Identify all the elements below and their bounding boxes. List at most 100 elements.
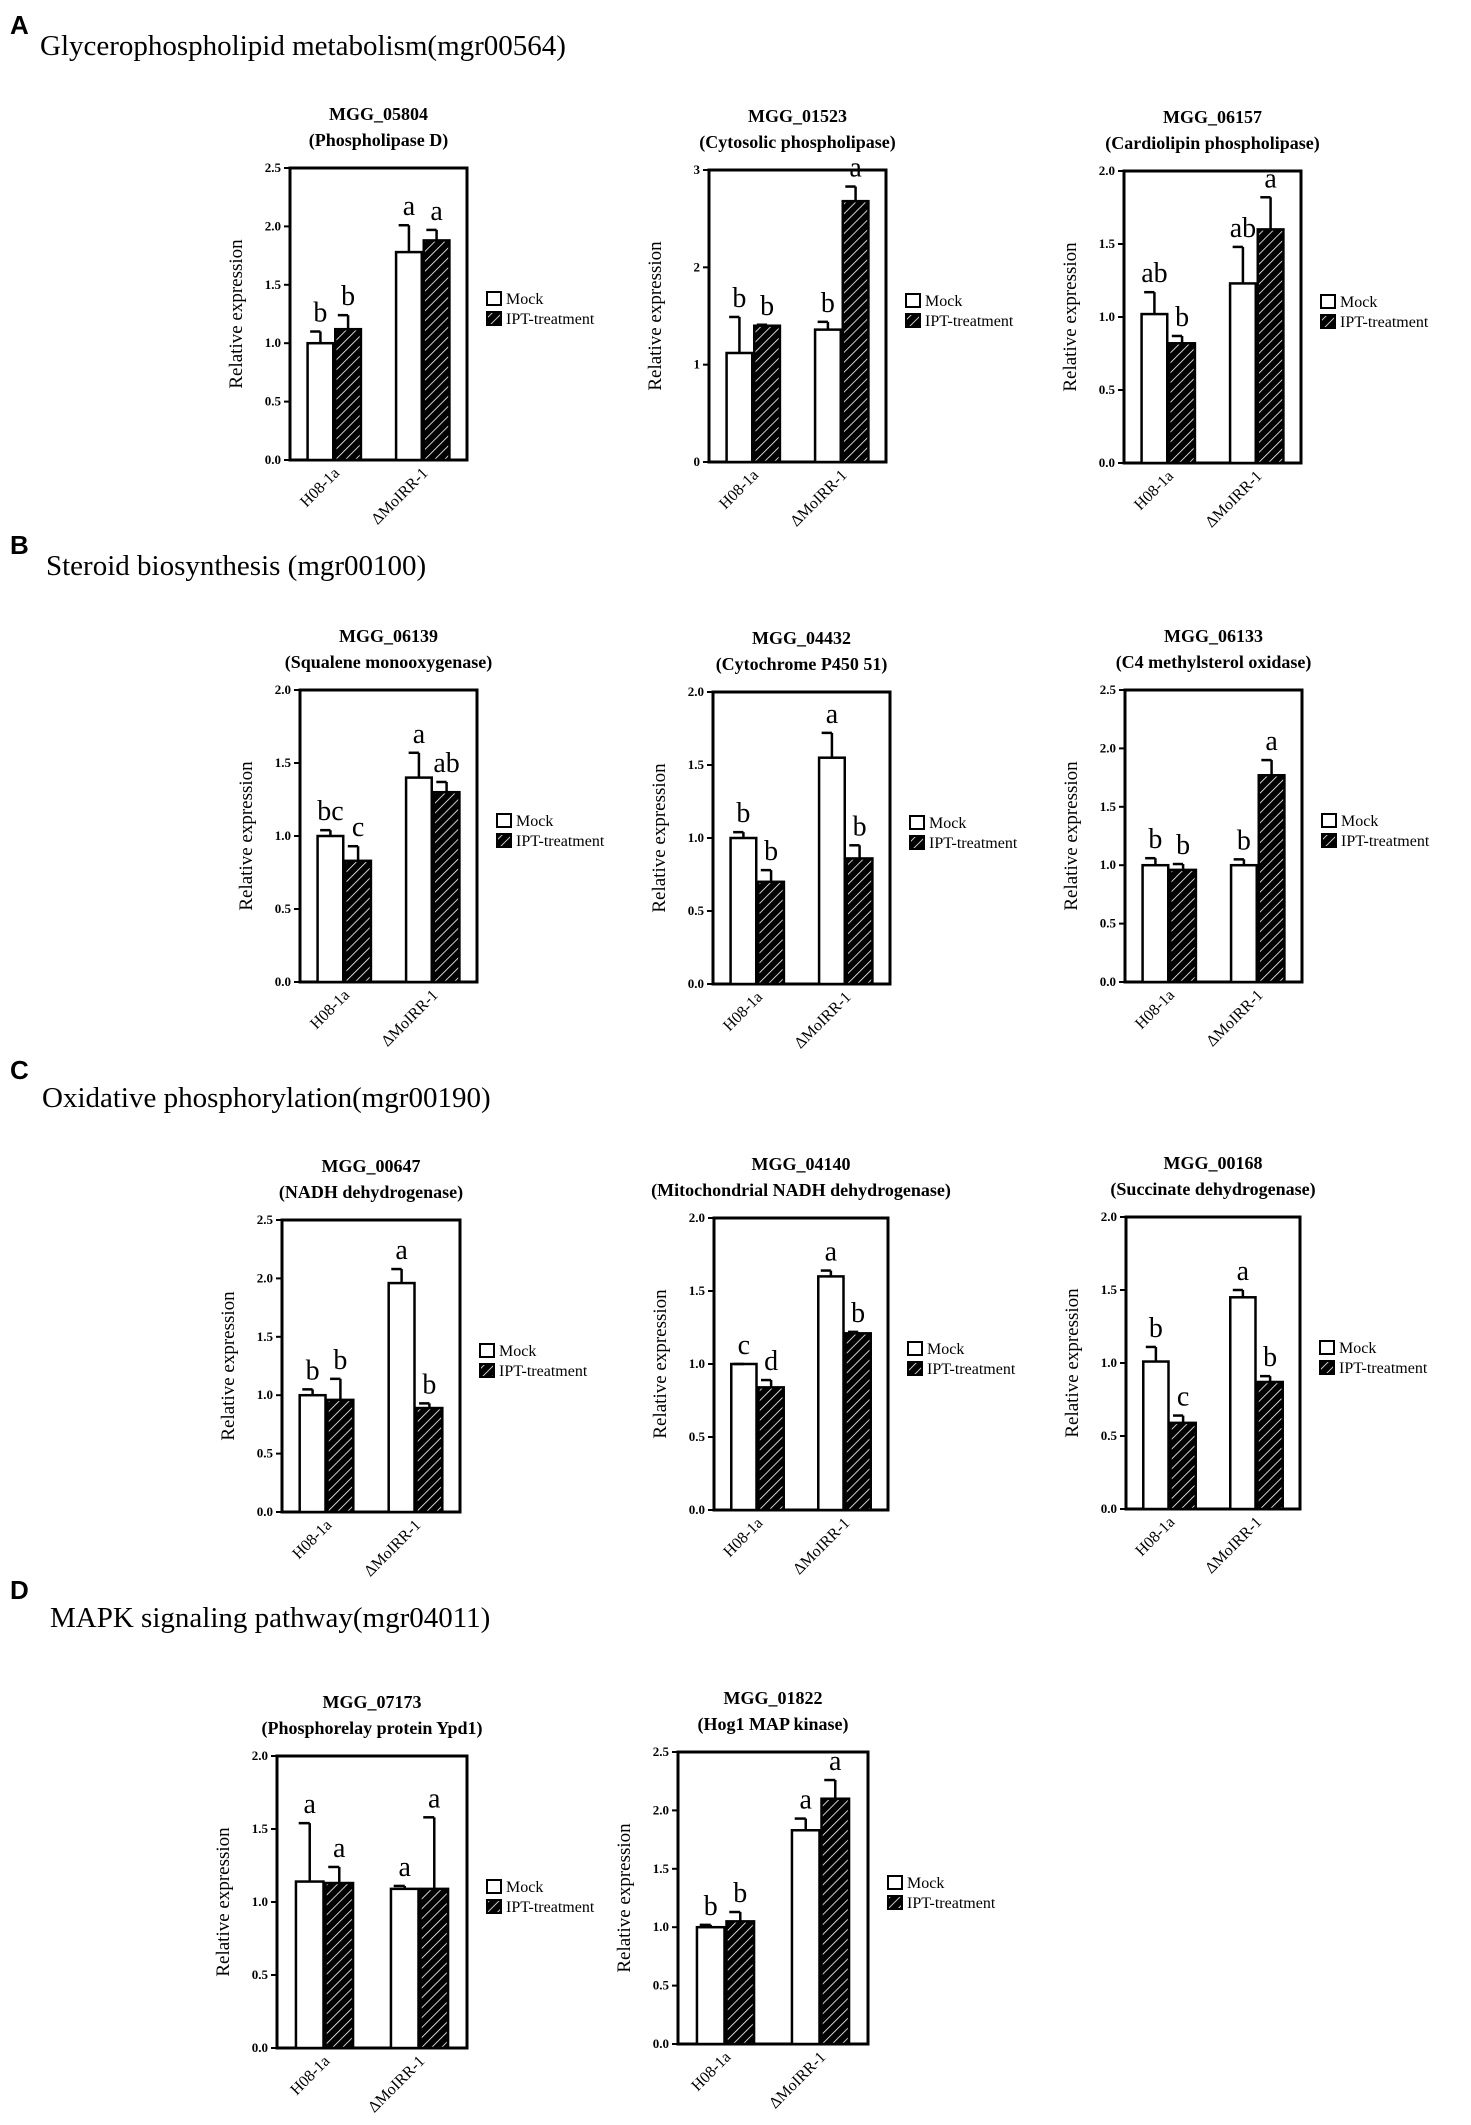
legend-label: IPT-treatment bbox=[907, 1895, 996, 1912]
significance-label: b bbox=[1148, 824, 1162, 855]
y-tick-label: 2.0 bbox=[1101, 1209, 1117, 1224]
bar-ipt-treatment bbox=[419, 1887, 450, 2050]
y-axis-label: Relative expression bbox=[614, 1823, 635, 1973]
bar-mock bbox=[813, 328, 842, 464]
x-category-label: ΔMoIRR-1 bbox=[361, 1517, 424, 1580]
y-tick-label: 2.5 bbox=[265, 160, 282, 175]
y-tick-label: 0.0 bbox=[252, 2040, 268, 2055]
x-category-label: ΔMoIRR-1 bbox=[791, 989, 854, 1052]
bar-ipt-treatment bbox=[334, 327, 363, 462]
bar-ipt-treatment bbox=[1169, 1421, 1197, 1511]
x-category-label: ΔMoIRR-1 bbox=[790, 1515, 853, 1578]
chart-subtitle: (Phospholipase D) bbox=[309, 130, 449, 151]
y-tick-label: 1.0 bbox=[1099, 309, 1115, 324]
legend-swatch-ipt-treatment bbox=[479, 1363, 495, 1378]
chart-subtitle: (NADH dehydrogenase) bbox=[279, 1182, 463, 1203]
legend-swatch-mock bbox=[907, 1341, 923, 1356]
y-tick-label: 0.0 bbox=[688, 976, 704, 991]
legend-swatch-mock bbox=[479, 1343, 495, 1358]
significance-label: a bbox=[1264, 163, 1277, 194]
x-category-label: ΔMoIRR-1 bbox=[1202, 468, 1265, 531]
y-tick-label: 1.0 bbox=[653, 1919, 669, 1934]
y-tick-label: 1.5 bbox=[653, 1861, 670, 1876]
bar-ipt-treatment bbox=[344, 859, 373, 984]
legend-label: Mock bbox=[1339, 1340, 1376, 1357]
chart-subtitle: (Hog1 MAP kinase) bbox=[698, 1714, 849, 1735]
panel-letter-b: B bbox=[10, 530, 29, 560]
bar-mock bbox=[404, 776, 433, 984]
y-tick-label: 0.0 bbox=[1101, 1501, 1117, 1516]
bar-mock bbox=[817, 1275, 845, 1512]
section-title-d: MAPK signaling pathway(mgr04011) bbox=[50, 1602, 491, 1634]
y-tick-label: 3 bbox=[694, 162, 701, 177]
legend-label: Mock bbox=[929, 815, 966, 832]
significance-label: a bbox=[800, 1785, 813, 1816]
y-axis-label: Relative expression bbox=[650, 1289, 671, 1439]
y-axis-label: Relative expression bbox=[649, 763, 670, 913]
y-tick-label: 0 bbox=[694, 454, 701, 469]
legend-swatch-ipt-treatment bbox=[887, 1895, 903, 1910]
bar-ipt-treatment bbox=[1256, 228, 1285, 465]
y-tick-label: 1.5 bbox=[689, 1283, 706, 1298]
bar-mock bbox=[790, 1829, 821, 2046]
significance-label: ab bbox=[433, 748, 459, 779]
y-tick-label: 0.5 bbox=[1099, 382, 1116, 397]
y-tick-label: 1.0 bbox=[1101, 1355, 1117, 1370]
x-category-label: ΔMoIRR-1 bbox=[378, 987, 441, 1050]
bar-ipt-treatment bbox=[844, 1332, 872, 1512]
significance-label: b bbox=[1176, 830, 1190, 861]
y-tick-label: 2.0 bbox=[265, 218, 281, 233]
bar-mock bbox=[725, 351, 754, 464]
bar-mock bbox=[729, 836, 758, 986]
x-category-label: H08-1a bbox=[289, 1517, 335, 1563]
y-tick-label: 0.5 bbox=[252, 1967, 269, 1982]
y-tick-label: 1.5 bbox=[265, 277, 282, 292]
y-tick-label: 0.5 bbox=[688, 903, 705, 918]
y-tick-label: 0.5 bbox=[653, 1978, 670, 1993]
bar-ipt-treatment bbox=[1256, 1380, 1284, 1511]
bar-ipt-treatment bbox=[820, 1797, 851, 2046]
significance-label: a bbox=[1237, 1256, 1250, 1287]
bar-mock bbox=[294, 1880, 325, 2050]
y-tick-label: 0.5 bbox=[265, 394, 282, 409]
y-axis-label: Relative expression bbox=[213, 1827, 234, 1977]
x-category-label: ΔMoIRR-1 bbox=[1203, 987, 1266, 1050]
x-category-label: H08-1a bbox=[1132, 1514, 1178, 1560]
bar-ipt-treatment bbox=[1168, 342, 1197, 465]
plot-frame bbox=[707, 168, 888, 464]
significance-label: a bbox=[399, 1852, 412, 1883]
y-tick-label: 1.5 bbox=[257, 1329, 274, 1344]
significance-label: ab bbox=[1141, 258, 1167, 289]
y-tick-label: 2.0 bbox=[1099, 163, 1115, 178]
panel-letter-a: A bbox=[10, 10, 29, 40]
y-axis-label: Relative expression bbox=[645, 241, 666, 391]
significance-label: b bbox=[1237, 825, 1251, 856]
significance-label: a bbox=[430, 196, 443, 227]
section-title-b: Steroid biosynthesis (mgr00100) bbox=[46, 550, 427, 582]
bar-mock bbox=[1228, 282, 1257, 465]
legend-label: Mock bbox=[1340, 294, 1377, 311]
bar-mock bbox=[389, 1887, 420, 2050]
significance-label: a bbox=[333, 1833, 346, 1864]
chart-subtitle: (Squalene monooxygenase) bbox=[285, 652, 493, 673]
panel-letter-c: C bbox=[10, 1055, 29, 1085]
y-tick-label: 1.0 bbox=[252, 1894, 268, 1909]
bar-ipt-treatment bbox=[1257, 774, 1286, 984]
significance-label: a bbox=[428, 1783, 441, 1814]
legend-label: Mock bbox=[925, 293, 962, 310]
bar-ipt-treatment bbox=[422, 239, 451, 462]
significance-label: b bbox=[733, 1878, 747, 1909]
plot-frame bbox=[1123, 688, 1304, 984]
y-tick-label: 0.5 bbox=[275, 901, 292, 916]
significance-label: b bbox=[821, 288, 835, 319]
y-tick-label: 2.0 bbox=[252, 1748, 268, 1763]
legend-label: IPT-treatment bbox=[925, 313, 1014, 330]
x-category-label: H08-1a bbox=[720, 989, 766, 1035]
x-category-label: ΔMoIRR-1 bbox=[1202, 1514, 1265, 1577]
significance-label: a bbox=[304, 1789, 317, 1820]
y-tick-label: 0.0 bbox=[1099, 455, 1115, 470]
